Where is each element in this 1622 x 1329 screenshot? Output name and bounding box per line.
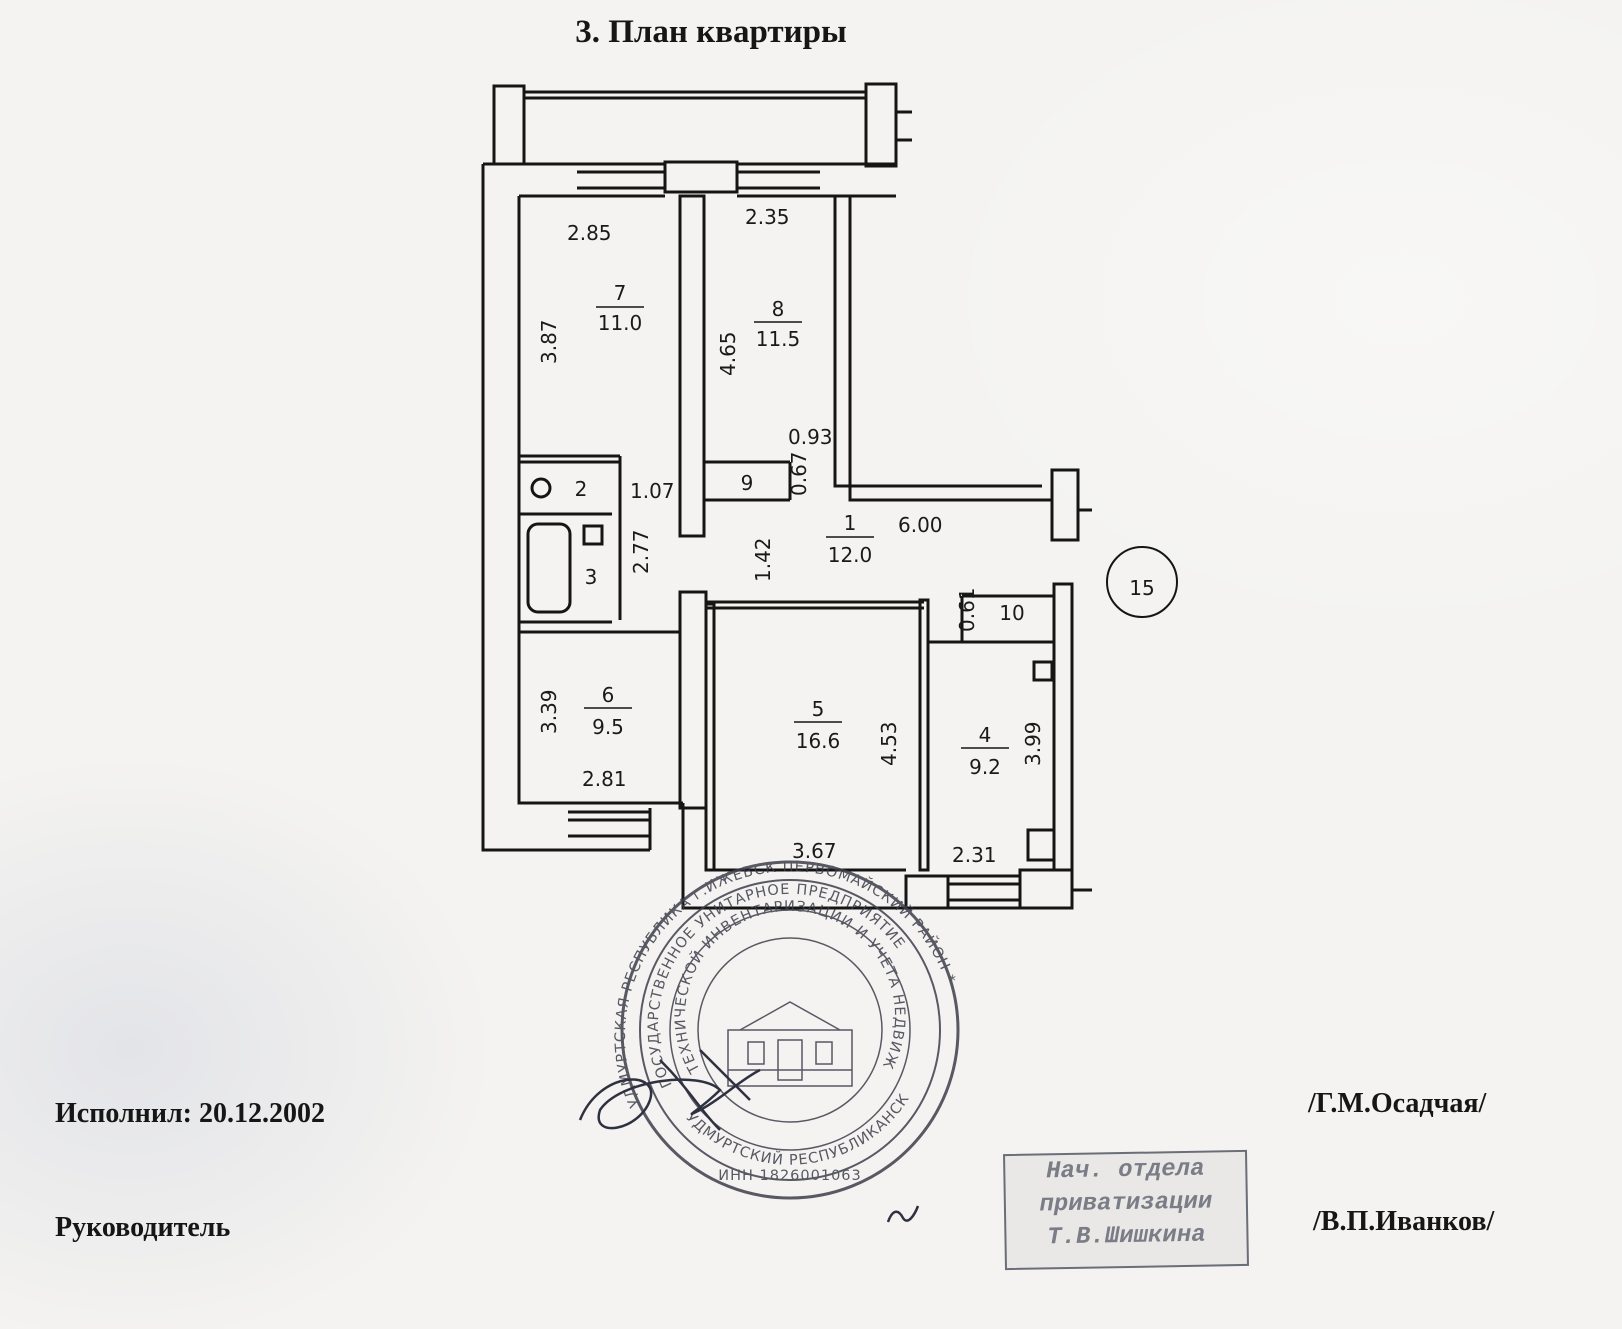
dim-closet10-depth: 0.61 bbox=[955, 587, 979, 632]
room-7-number: 7 bbox=[614, 281, 627, 305]
dim-r5-width: 3.67 bbox=[792, 839, 837, 863]
dim-r7-depth: 3.87 bbox=[537, 319, 561, 364]
dim-wc-width: 1.07 bbox=[630, 479, 675, 503]
dim-r4-width: 2.31 bbox=[952, 843, 997, 867]
dim-r5-depth: 4.53 bbox=[877, 721, 901, 766]
dim-closet-depth: 0.67 bbox=[787, 451, 811, 496]
dim-bath-depth: 2.77 bbox=[629, 529, 653, 574]
room-4-number: 4 bbox=[979, 723, 992, 747]
signature-scribble bbox=[578, 1049, 920, 1223]
dimension-labels: 2.85 3.87 2.35 4.65 0.93 0.67 1.07 2.77 … bbox=[537, 205, 1045, 867]
seal-bottom-text: УДМУРТСКИЙ РЕСПУБЛИКАНСКИЙ ЦЕНТР bbox=[0, 0, 913, 1169]
dim-hall-width: 1.42 bbox=[751, 537, 775, 582]
closet-10-number: 10 bbox=[999, 601, 1024, 625]
stamp-line-2: приватизации bbox=[1039, 1188, 1213, 1219]
room-8-area: 11.5 bbox=[756, 327, 801, 351]
room-1-number: 1 bbox=[844, 511, 857, 535]
position-stamp: Нач. отдела приватизации Т.В.Шишкина bbox=[1003, 1149, 1249, 1271]
head-name: /В.П.Иванков/ bbox=[1313, 1206, 1495, 1237]
wc-number: 2 bbox=[575, 477, 588, 501]
dim-r7-width: 2.85 bbox=[567, 221, 612, 245]
room-labels: 7 11.0 8 11.5 1 12.0 6 9.5 5 16.6 4 9.2 … bbox=[575, 281, 1025, 779]
stamp-line-1: Нач. отдела bbox=[1045, 1155, 1205, 1186]
seal-building-emblem bbox=[727, 1001, 853, 1087]
executor-name: /Г.М.Осадчая/ bbox=[1308, 1088, 1487, 1119]
room-1-area: 12.0 bbox=[828, 543, 873, 567]
dim-closet-width: 0.93 bbox=[788, 425, 833, 449]
room-6-area: 9.5 bbox=[592, 715, 624, 739]
dim-r6-depth: 3.39 bbox=[537, 689, 561, 734]
room-7-area: 11.0 bbox=[598, 311, 643, 335]
head-label: Руководитель bbox=[55, 1212, 231, 1243]
room-4-area: 9.2 bbox=[969, 755, 1001, 779]
flat-marker-circle bbox=[1106, 546, 1178, 618]
closet-9-number: 9 bbox=[741, 471, 754, 495]
room-5-area: 16.6 bbox=[796, 729, 841, 753]
executor-label: Исполнил: 20.12.2002 bbox=[55, 1098, 325, 1129]
seal-inn: ИНН 1826001063 bbox=[718, 1168, 862, 1184]
round-seal: УДМУРТСКАЯ РЕСПУБЛИКА г.ИЖЕВСК ПЕРВОМАЙС… bbox=[0, 0, 960, 1200]
room-5-number: 5 bbox=[812, 697, 825, 721]
dim-r8-depth: 4.65 bbox=[716, 331, 740, 376]
dim-r6-width: 2.81 bbox=[582, 767, 627, 791]
dim-hall-length: 6.00 bbox=[898, 513, 943, 537]
bath-number: 3 bbox=[585, 565, 598, 589]
flat-marker-number: 15 bbox=[1129, 576, 1154, 600]
room-6-number: 6 bbox=[602, 683, 615, 707]
dim-r4-depth: 3.99 bbox=[1021, 721, 1045, 766]
document-title: 3. План квартиры bbox=[575, 14, 847, 50]
room-8-number: 8 bbox=[772, 297, 785, 321]
walls bbox=[481, 82, 1092, 910]
dim-r8-width: 2.35 bbox=[745, 205, 790, 229]
stamp-line-3: Т.В.Шишкина bbox=[1047, 1221, 1206, 1252]
